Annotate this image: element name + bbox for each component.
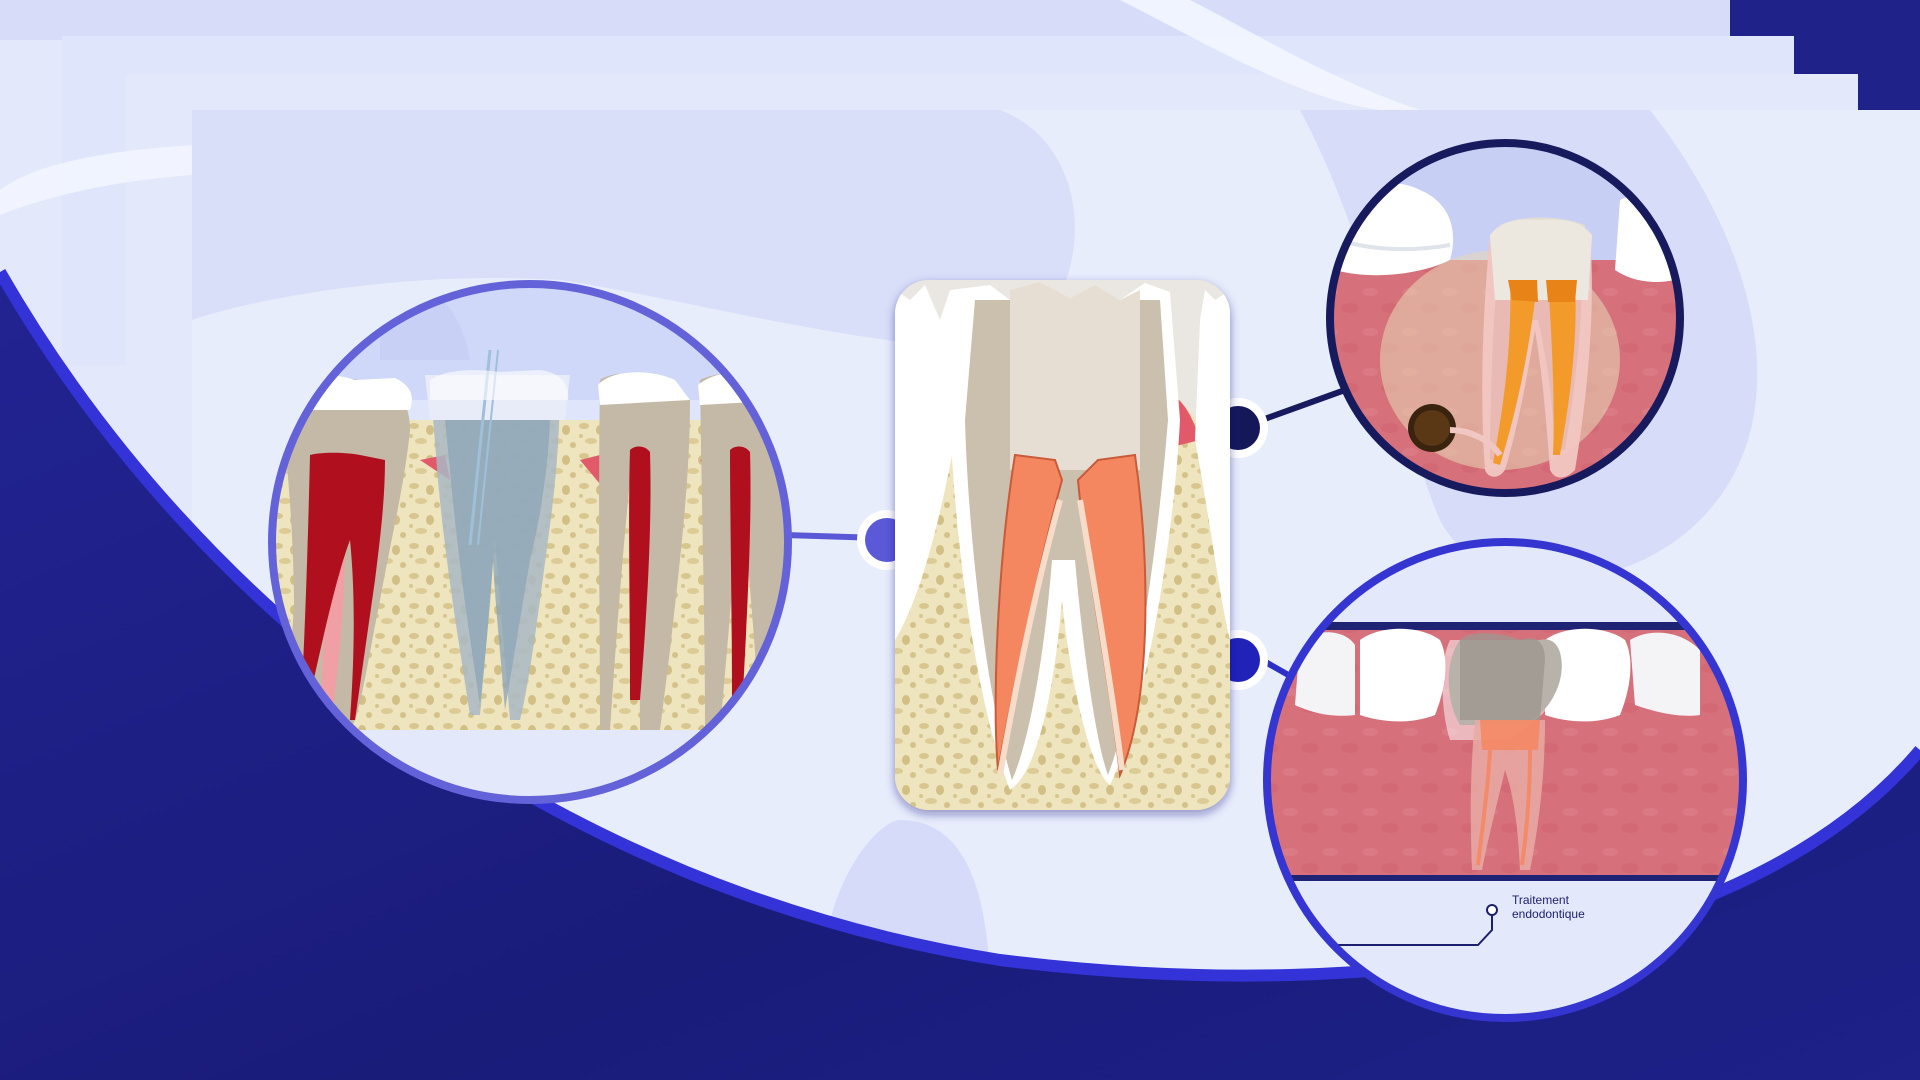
left-magnifier [268, 280, 792, 804]
top-right-magnifier [1326, 139, 1684, 497]
center-tooth-illustration [895, 280, 1230, 810]
caption-line-1: Traitement [1512, 893, 1569, 907]
caption-line-2: endodontique [1512, 907, 1585, 921]
treatment-caption: Traitement endodontique [1512, 893, 1585, 921]
caption-leader-line [1300, 915, 1493, 946]
caption-pin-icon [1486, 904, 1498, 916]
